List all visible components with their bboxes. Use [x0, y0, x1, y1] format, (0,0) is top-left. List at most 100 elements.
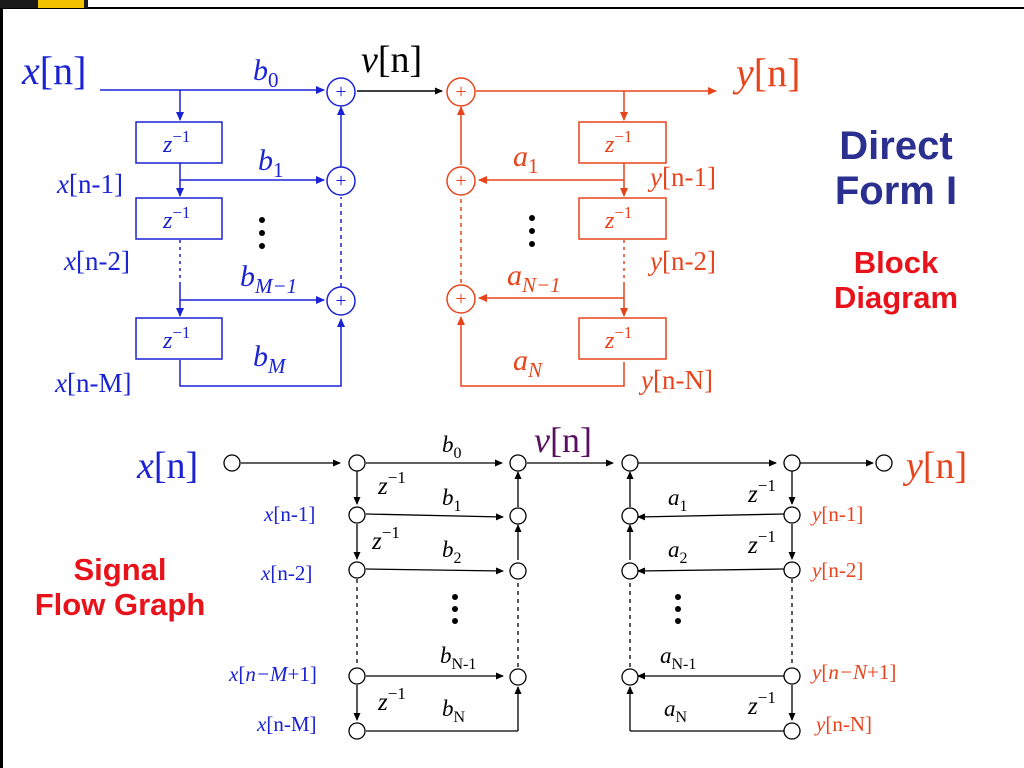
sfg-fwd-delay1-label: z−1	[377, 468, 406, 500]
sfg-x-n2-label: x[n-2]	[260, 561, 312, 585]
tapM-line	[179, 318, 345, 387]
block-feedback-dots	[529, 215, 535, 247]
sfg-node	[783, 561, 801, 579]
sfg-b2-label: b2	[442, 537, 462, 567]
block-b0-label: b0	[253, 54, 279, 92]
adder-1-plus: +	[335, 170, 346, 192]
caption-line-2: Flow Graph	[34, 586, 206, 622]
logo-edge	[84, 0, 88, 8]
sfg-input-label: x[n]	[136, 445, 198, 487]
sfg-aN1-label: aN-1	[660, 643, 696, 673]
block-delayM-label: z−1	[162, 323, 190, 354]
sfg-fb-delay1-label: z−1	[747, 476, 776, 508]
block-forward-section	[100, 77, 356, 387]
block-bM1-label: bM−1	[240, 260, 297, 298]
sfg-x-nM-label: x[n-M]	[256, 712, 316, 736]
block-a1-label: a1	[513, 140, 539, 178]
subheading-line-1: Block	[853, 245, 939, 280]
sfg-b0-label: b0	[442, 432, 462, 462]
sfg-fb-delay2-label: z−1	[747, 527, 776, 559]
fb-adder-N1-plus: +	[455, 288, 466, 310]
block-fb-delay1-label: z−1	[604, 127, 632, 158]
brand-logo-icon	[0, 0, 42, 8]
sfg-a1-label: a1	[668, 485, 688, 515]
sfg-input-node	[223, 454, 241, 472]
fb-adder-0	[446, 77, 476, 107]
fb-delay-box-1	[578, 121, 667, 164]
fb-adder-1-plus: +	[455, 170, 466, 192]
heading-line-2: Form I	[834, 168, 958, 213]
signal-flow-graph-caption: Signal Flow Graph	[4, 552, 236, 622]
sfg-fwd-delayM-label: z−1	[377, 684, 406, 716]
sfg-y-nN1-label: y[n−N+1]	[810, 660, 896, 684]
sfg-x-nM1-label: x[n−M+1]	[228, 662, 317, 686]
sfg-node	[348, 561, 366, 579]
sfg-node	[348, 506, 366, 524]
caption-line-1: Signal	[73, 552, 167, 587]
sfg-y-nN-label: y[n-N]	[814, 712, 872, 736]
block-bM-label: bM	[253, 340, 287, 378]
block-delay1-label: z−1	[162, 127, 190, 158]
sfg-v-label: v[n]	[534, 420, 592, 460]
block-y-n2-label: y[n-2]	[647, 246, 716, 276]
sfg-a1-edge	[637, 513, 785, 521]
delay-box-1	[135, 121, 223, 164]
sfg-bN1-label: bN-1	[440, 643, 476, 673]
block-aN-label: aN	[513, 344, 543, 382]
sfg-y-n1-label: y[n-1]	[810, 502, 863, 526]
sfg-node	[621, 507, 639, 525]
adder-M1-plus: +	[335, 290, 346, 312]
flow-graph-edges	[223, 454, 893, 740]
sfg-node	[783, 722, 801, 740]
block-diagram-subheading: Block Diagram	[796, 245, 996, 315]
block-y-nN-label: y[n-N]	[638, 365, 713, 395]
block-v-label: v[n]	[361, 39, 422, 81]
sfg-fwd-delay2-label: z−1	[371, 523, 400, 555]
block-x-n1-label: x[n-1]	[56, 169, 123, 199]
block-aN1-label: aN−1	[507, 259, 561, 297]
sfg-b1-label: b1	[442, 485, 462, 515]
block-input-label: x[n]	[21, 48, 86, 93]
sfg-node	[783, 454, 801, 472]
block-x-n2-label: x[n-2]	[63, 246, 130, 276]
delay-box-M	[135, 317, 223, 360]
sfg-text: x[n] v[n] y[n] x[n-1] x[n-2] x[n−M+1] x[…	[136, 420, 967, 736]
fb-tapN-line	[457, 316, 625, 387]
sfg-a2-label: a2	[668, 537, 688, 567]
delay-box-2	[135, 197, 223, 240]
sfg-node	[621, 668, 639, 686]
block-delay2-label: z−1	[162, 203, 190, 234]
adder-0	[326, 77, 356, 107]
block-y-n1-label: y[n-1]	[647, 162, 716, 192]
sfg-b2-edge	[365, 567, 504, 575]
block-feedback-section	[446, 77, 717, 387]
left-rule	[0, 8, 3, 768]
sfg-dots	[452, 594, 681, 624]
sfg-fb-delayN-label: z−1	[747, 688, 776, 720]
adder-1	[326, 166, 356, 196]
sfg-b1-edge	[365, 513, 504, 521]
sfg-node	[783, 506, 801, 524]
subheading-line-2: Diagram	[833, 279, 959, 315]
block-fb-delayN-label: z−1	[604, 323, 632, 354]
sfg-x-n1-label: x[n-1]	[263, 502, 315, 526]
fb-adder-N1	[446, 284, 476, 314]
direct-form-heading: Direct Form I	[806, 124, 986, 214]
top-rule	[0, 7, 1024, 9]
sfg-node	[509, 507, 527, 525]
sfg-bN-label: bN	[442, 696, 466, 726]
sfg-node	[621, 562, 639, 580]
block-output-label: y[n]	[732, 50, 800, 95]
sfg-node	[509, 454, 527, 472]
sfg-aN-label: aN	[664, 696, 688, 726]
block-text: x[n] v[n] y[n] b0 b1 bM−1 bM a1 aN−1 aN …	[21, 39, 800, 398]
sfg-node	[509, 562, 527, 580]
fb-adder-1	[446, 166, 476, 196]
sfg-node	[621, 454, 639, 472]
fb-adder-0-plus: +	[455, 81, 466, 103]
block-b1-label: b1	[258, 144, 284, 182]
heading-line-1: Direct	[839, 124, 953, 168]
block-x-nM-label: x[n-M]	[54, 368, 131, 398]
